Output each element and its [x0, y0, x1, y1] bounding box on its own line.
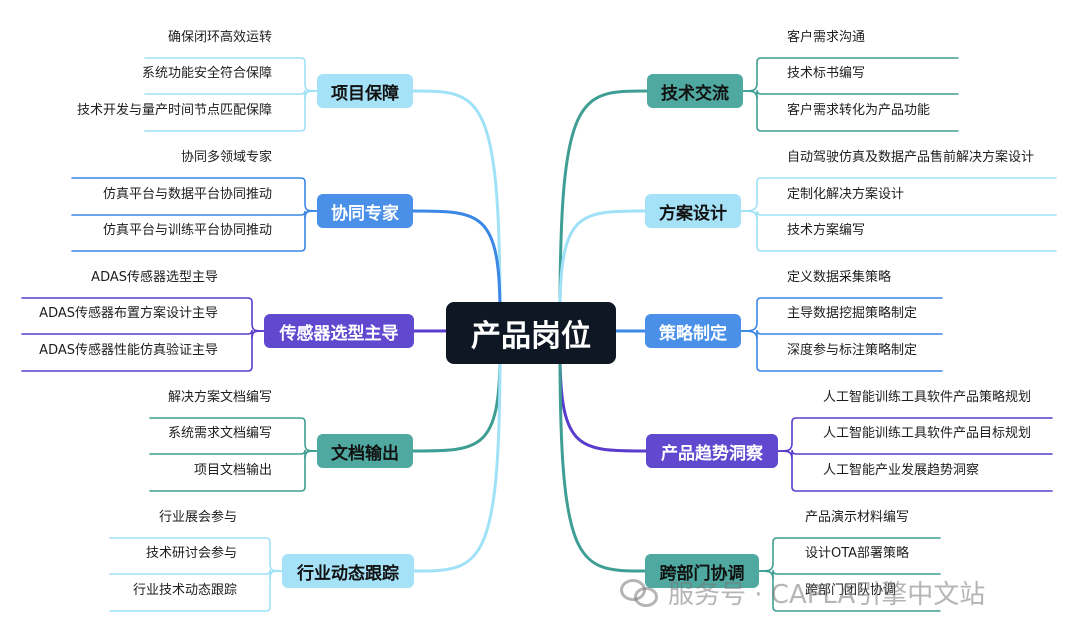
leaf-connector: [742, 90, 959, 132]
leaf-connector: [740, 210, 1057, 220]
leaf-connector: [149, 450, 318, 492]
leaf-connector: [71, 210, 318, 220]
leaf-connector: [740, 210, 1057, 252]
leaf-item: 行业技术动态跟踪: [132, 583, 237, 598]
leaf-connector: [144, 89, 318, 100]
leaf-connector: [740, 329, 943, 340]
leaf-item: 设计OTA部署策略: [805, 546, 910, 561]
leaf-item: 技术开发与量产时间节点匹配保障: [76, 103, 272, 118]
leaf-connector: [109, 570, 283, 612]
leaf-connector: [740, 330, 943, 372]
leaf-connector: [149, 449, 318, 460]
leaf-item: 技术方案编写: [787, 223, 866, 238]
leaf-connector: [144, 90, 318, 132]
root-connector: [558, 209, 647, 315]
leaf-item: 客户需求沟通: [787, 30, 866, 45]
leaf-connector: [758, 570, 941, 612]
leaf-connector: [109, 569, 283, 580]
root-connector: [558, 89, 649, 315]
leaf-connector: [71, 210, 318, 252]
leaf-item: 定义数据采集策略: [787, 270, 892, 285]
leaf-item: 行业展会参与: [158, 510, 237, 525]
leaf-connector: [777, 449, 1053, 460]
root-connector: [558, 351, 648, 453]
leaf-item: 人工智能训练工具软件产品策略规划: [823, 390, 1032, 405]
root-connector: [411, 209, 502, 315]
leaf-item: 深度参与标注策略制定: [787, 343, 918, 358]
branch-node-b6: 项目保障: [317, 74, 413, 108]
branch-node-b3: 策略制定: [645, 314, 741, 348]
branch-node-b7: 协同专家: [317, 194, 413, 228]
leaf-item: ADAS传感器性能仿真验证主导: [39, 343, 218, 358]
leaf-item: 技术标书编写: [787, 66, 866, 81]
branch-node-b1: 技术交流: [647, 74, 743, 108]
leaf-item: 客户需求转化为产品功能: [787, 103, 931, 118]
leaf-item: 产品演示材料编写: [805, 510, 910, 525]
root-node: 产品岗位: [446, 302, 616, 364]
leaf-connector: [777, 450, 1053, 492]
leaf-item: ADAS传感器选型主导: [91, 270, 218, 285]
leaf-connector: [21, 329, 265, 340]
leaf-item: ADAS传感器布置方案设计主导: [39, 306, 218, 321]
leaf-item: 自动驾驶仿真及数据产品售前解决方案设计: [787, 150, 1035, 165]
leaf-item: 协同多领域专家: [180, 150, 272, 165]
root-connector: [411, 351, 502, 453]
leaf-item: 技术研讨会参与: [145, 546, 237, 561]
root-connector: [558, 351, 647, 573]
leaf-connector: [742, 89, 959, 100]
leaf-item: 仿真平台与训练平台协同推动: [102, 223, 272, 238]
branch-node-b4: 产品趋势洞察: [646, 434, 778, 468]
branch-node-b8: 传感器选型主导: [264, 314, 414, 348]
branch-node-b5: 跨部门协调: [645, 554, 759, 588]
leaf-item: 跨部门团队协调: [805, 583, 897, 598]
leaf-item: 定制化解决方案设计: [787, 187, 905, 202]
branch-node-b2: 方案设计: [645, 194, 741, 228]
branch-node-b10: 行业动态跟踪: [282, 554, 414, 588]
branch-node-b9: 文档输出: [317, 434, 413, 468]
leaf-item: 人工智能产业发展趋势洞察: [823, 463, 980, 478]
root-connector: [412, 351, 502, 573]
leaf-item: 人工智能训练工具软件产品目标规划: [823, 426, 1032, 441]
leaf-item: 仿真平台与数据平台协同推动: [102, 187, 272, 202]
watermark-text: 服务号 · CAPLA引擎中文站: [668, 579, 986, 610]
wechat-logo-icon: [620, 577, 658, 607]
leaf-item: 系统需求文档编写: [167, 426, 272, 441]
leaf-item: 确保闭环高效运转: [167, 30, 272, 45]
watermark: 服务号 · CAPLA引擎中文站: [620, 570, 985, 614]
leaf-item: 项目文档输出: [193, 463, 272, 478]
leaf-item: 主导数据挖掘策略制定: [787, 306, 918, 321]
leaf-connector: [21, 330, 265, 372]
root-connector: [411, 89, 502, 315]
leaf-item: 解决方案文档编写: [167, 390, 272, 405]
leaf-item: 系统功能安全符合保障: [141, 66, 272, 81]
